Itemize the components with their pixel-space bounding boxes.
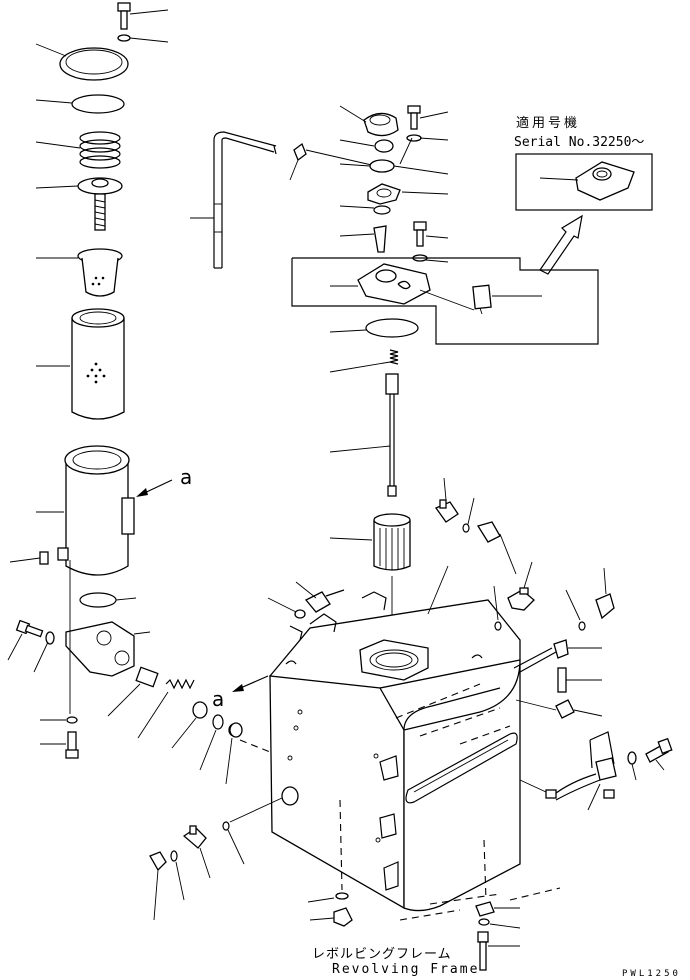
bypass-valve [35, 177, 123, 231]
lower-o-ring [79, 592, 137, 608]
elbow-right-3 [515, 699, 603, 719]
valve-stem [339, 225, 387, 253]
frame-label-en: Revolving Frame [332, 962, 479, 977]
tee-right-1 [435, 477, 459, 523]
drain-plug [307, 892, 353, 927]
level-sensor [419, 284, 542, 315]
elbow-right-2 [595, 567, 615, 620]
flange [367, 183, 449, 205]
tank-side-parts [149, 581, 353, 927]
washer-left [33, 631, 55, 673]
filter-cover [35, 43, 129, 81]
pipe-short [557, 667, 602, 693]
mount-bolt [413, 221, 449, 247]
breather-pipe [190, 131, 277, 269]
o-ring-right-1 [462, 497, 475, 533]
gasket-1 [339, 159, 449, 175]
washer-harness [627, 751, 637, 781]
nut-right [476, 521, 517, 575]
bolt-left [7, 619, 44, 661]
serial-inset: 適用号機 Serial No.32250～ [514, 115, 653, 275]
callout-a-top-label: a [180, 465, 192, 489]
sub-assembly-outline [291, 258, 599, 345]
pipe-nipple [107, 666, 159, 717]
strainer [36, 248, 123, 297]
filter-assembly: a [7, 2, 291, 785]
bolt-harness [645, 737, 673, 771]
inset-arrow [539, 214, 583, 275]
cap-washer [406, 134, 449, 142]
top-washer [117, 34, 169, 43]
bottom-washer [40, 716, 78, 724]
right-piping [435, 477, 673, 971]
filter-element [36, 308, 125, 420]
frame-label-jp: レボルビングフレーム [312, 947, 452, 962]
spring [35, 131, 121, 169]
cap-bolt-guide [399, 137, 413, 165]
bottom-bolt [40, 731, 79, 759]
o-ring-right-2 [493, 585, 502, 631]
o-ring-port [222, 797, 283, 865]
plug-dashed-guide [239, 739, 291, 761]
inset-box [515, 153, 653, 211]
tank-bracket-bolt [295, 581, 345, 613]
inset-label-serial: Serial No.32250～ [514, 135, 644, 150]
fitting-elbow-bottom-left [149, 851, 167, 921]
cap-o-ring [329, 318, 419, 338]
elbow-right-1 [507, 561, 535, 611]
element-seat [339, 139, 394, 153]
inset-label-jp: 適用号機 [516, 115, 580, 131]
o-ring-right-3 [565, 589, 586, 631]
snap-ring [339, 205, 391, 215]
filter-case [36, 445, 135, 576]
drawing-code: PWL1250 [622, 969, 681, 979]
o-ring-bottom-left [170, 850, 185, 901]
cap-cover [339, 105, 399, 137]
tank-bracket-washer [267, 597, 306, 641]
callout-a-mid: a [212, 675, 269, 711]
suction-strainer [329, 513, 411, 571]
tee-fitting [182, 825, 211, 879]
check-valve [171, 701, 208, 749]
cap-body [330, 263, 431, 305]
breather-clamp [289, 142, 377, 181]
callout-a-mid-label: a [212, 687, 224, 711]
spring-small [137, 678, 195, 739]
hydraulic-tank [229, 565, 561, 921]
callout-a-top: a [136, 465, 192, 497]
guide-rod [329, 373, 399, 497]
outlet-block [65, 621, 151, 677]
sensor-harness [519, 731, 617, 811]
top-bolt [117, 2, 169, 30]
bottom-right-bolt [475, 901, 521, 971]
o-ring [35, 94, 125, 114]
cap-bolt [407, 105, 449, 130]
cap-assembly [289, 105, 599, 642]
cap-spring [329, 349, 399, 373]
side-fitting [9, 551, 49, 565]
o-ring-small [199, 714, 224, 771]
hose [513, 639, 602, 673]
frame-label: レボルビングフレーム Revolving Frame [312, 947, 479, 977]
